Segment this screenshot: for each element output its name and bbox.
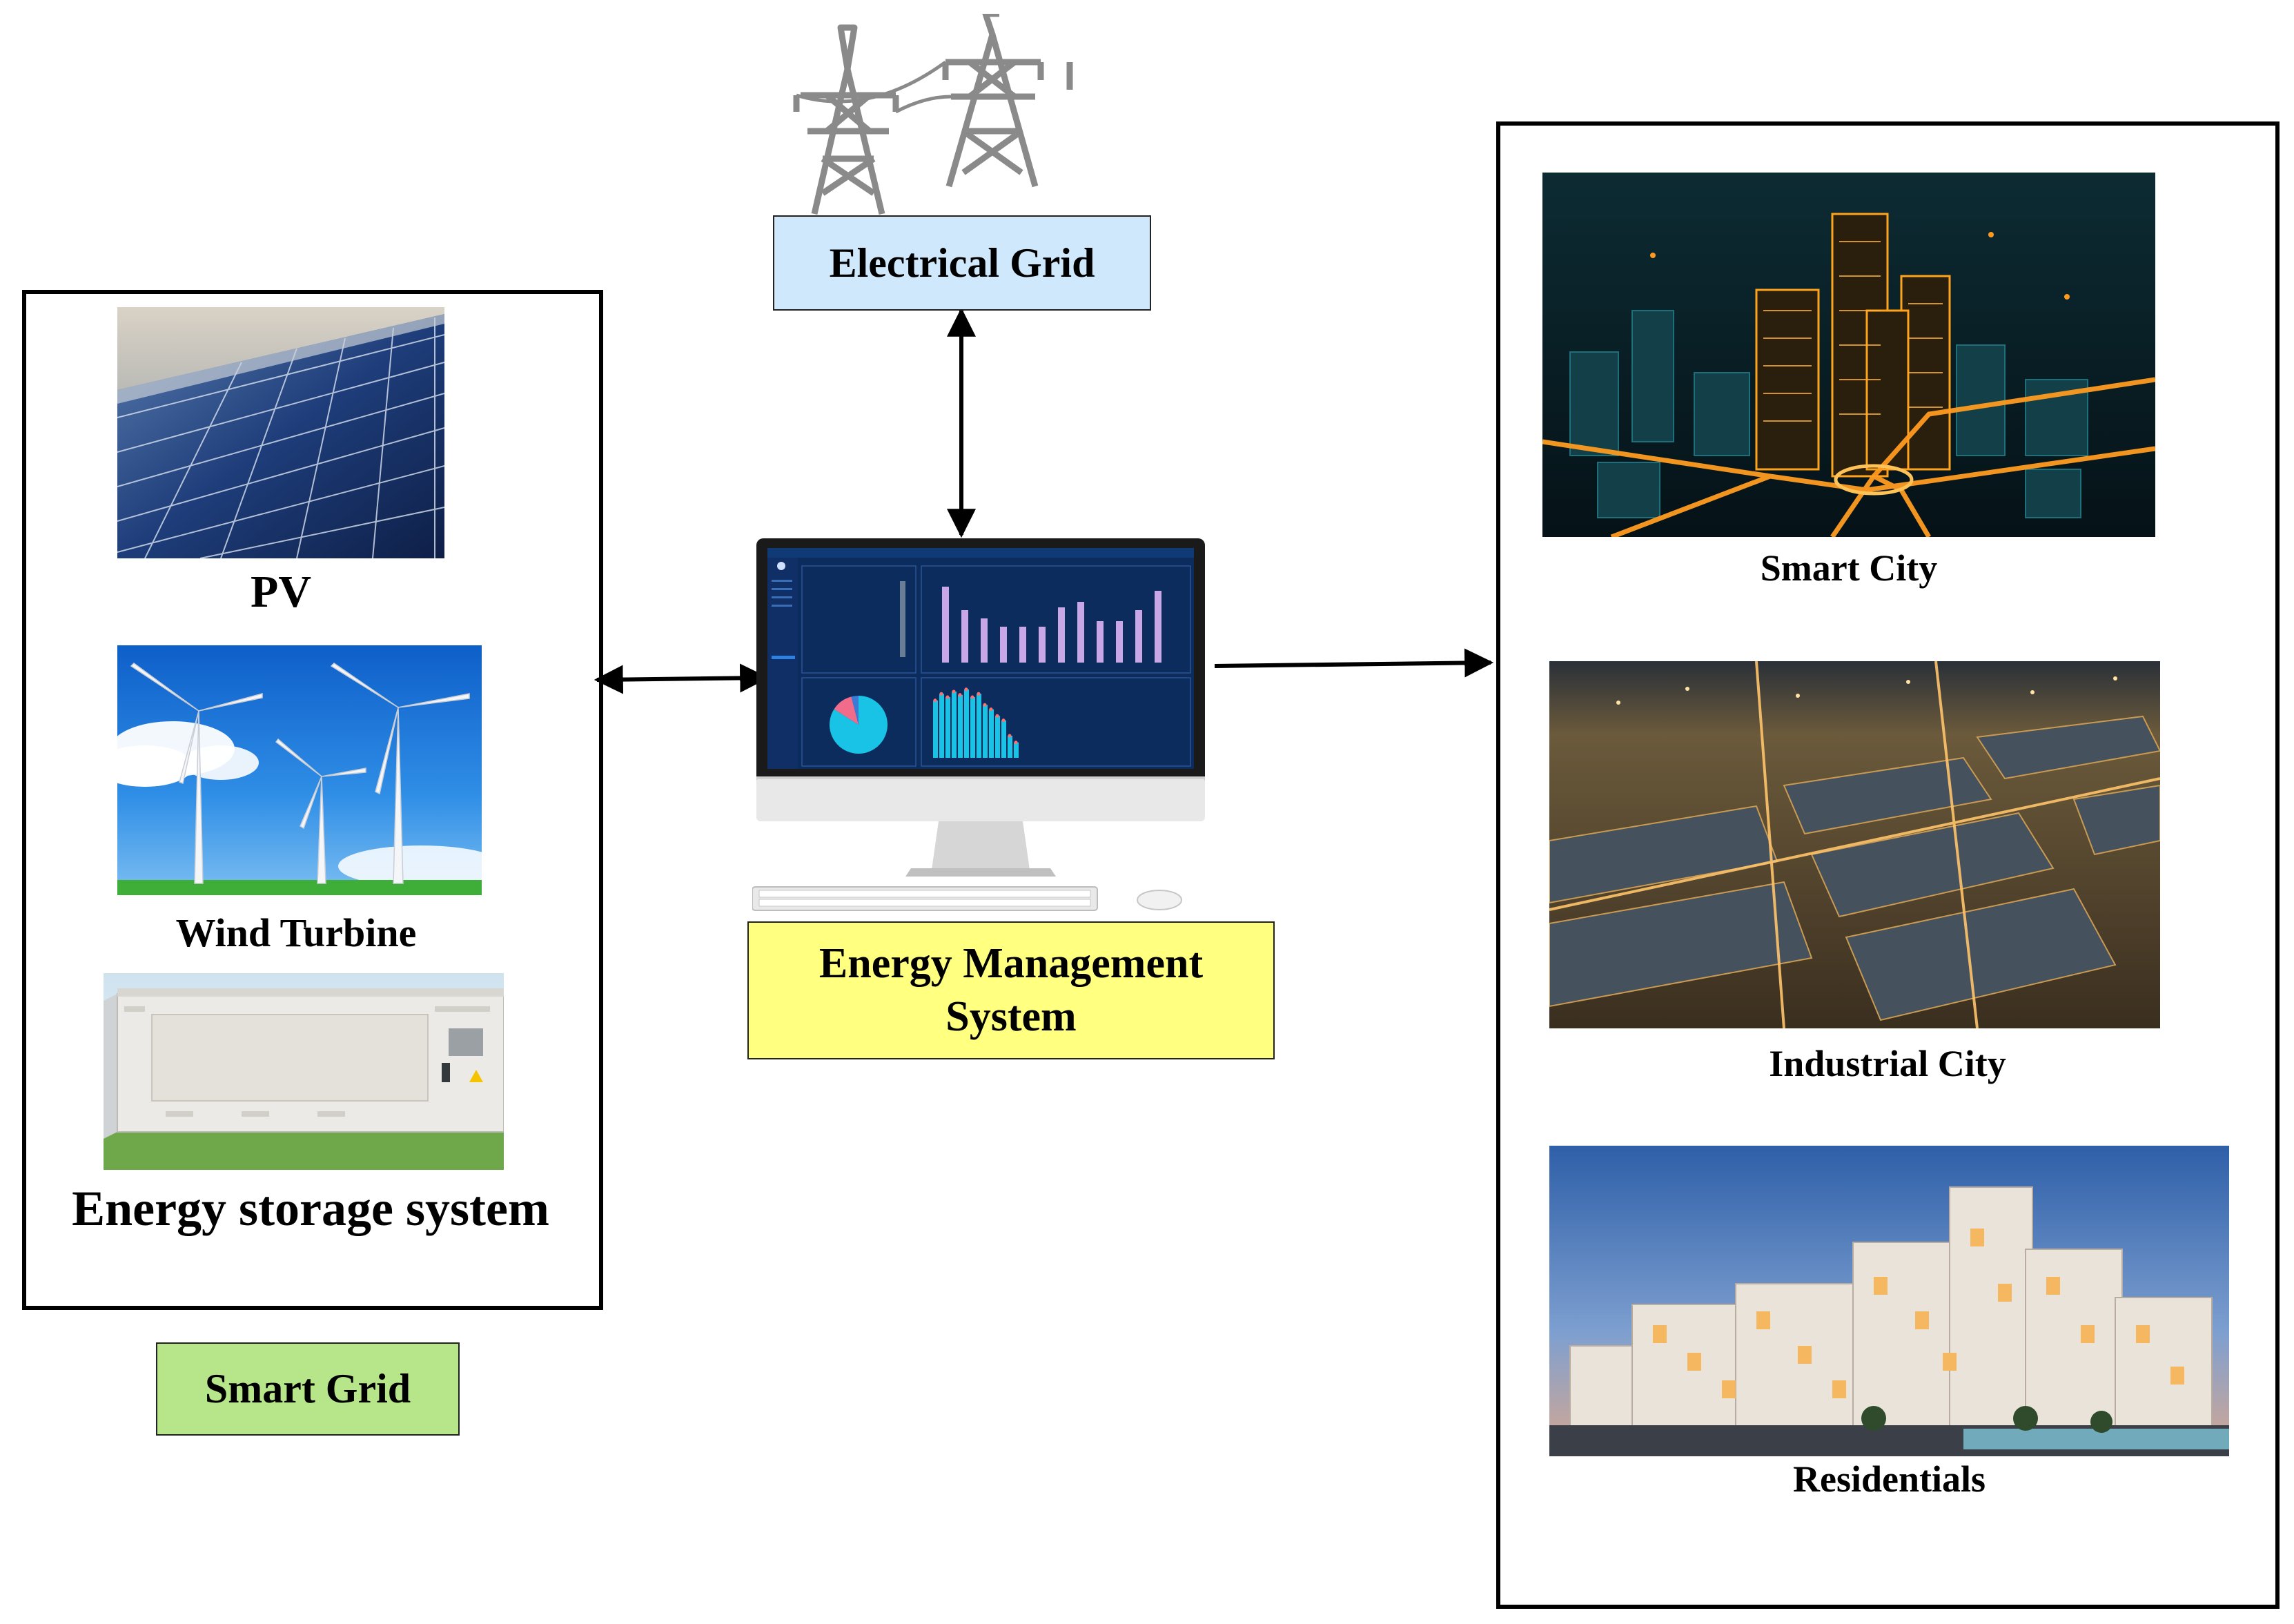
ems-bottom-point <box>952 689 956 694</box>
ems-pie-slice <box>834 696 859 725</box>
ems-bottom-bar <box>945 697 950 758</box>
industrial-city-image <box>1549 661 2160 1028</box>
ems-bottom-bar <box>983 705 988 758</box>
ems-bottom-point <box>1008 734 1012 738</box>
ems-top-bar <box>1019 627 1026 663</box>
ems-bottom-point <box>958 693 962 697</box>
ems-label-line2: System <box>945 993 1077 1040</box>
desktop-computer-icon <box>752 538 1205 911</box>
wind-turbine-label: Wind Turbine <box>175 910 417 955</box>
ems-top-bar <box>961 610 968 663</box>
ems-bottom-bar <box>1014 742 1019 758</box>
ems-top-bar <box>1039 627 1046 663</box>
ems-bottom-bar <box>970 697 975 758</box>
transmission-tower-icon <box>793 14 1073 215</box>
ems-top-bar <box>1116 621 1123 663</box>
industrial-city-label: Industrial City <box>1769 1043 2006 1084</box>
residentials-image <box>1549 1146 2229 1456</box>
ems-top-bar <box>1097 621 1104 663</box>
ems-bottom-point <box>933 698 937 703</box>
electrical-grid-label: Electrical Grid <box>829 239 1095 286</box>
ems-bottom-point <box>1001 718 1006 723</box>
smart-city-image <box>1542 173 2155 537</box>
ems-bottom-bar <box>958 694 963 758</box>
ems-bottom-bar <box>995 716 1000 758</box>
arrow-ems-consumers <box>1214 648 1494 678</box>
ems-pie-slice <box>851 696 859 725</box>
ems-top-bar <box>1155 591 1161 663</box>
ems-label-line1: Energy Management <box>818 939 1204 987</box>
consumers-frame <box>1496 121 2280 1609</box>
ems-bottom-bar <box>933 700 938 758</box>
ems-bottom-bar <box>964 689 969 758</box>
energy-storage-image <box>104 973 504 1170</box>
ems-box: Energy Management System <box>747 921 1275 1059</box>
smart-grid-label: Smart Grid <box>204 1366 411 1411</box>
pv-solar-panel-image <box>117 307 444 558</box>
ems-bottom-point <box>939 692 943 696</box>
pv-label: PV <box>251 567 311 617</box>
ems-bottom-point <box>970 695 974 699</box>
smart-grid-frame <box>22 290 603 1310</box>
ems-bottom-bar <box>952 692 957 758</box>
ems-top-bar <box>942 587 949 663</box>
ems-bottom-point <box>1014 741 1018 745</box>
ems-bottom-point <box>983 703 987 707</box>
residentials-label: Residentials <box>1792 1458 1986 1500</box>
ems-top-bar <box>1000 627 1007 663</box>
ems-bottom-bar <box>989 709 994 758</box>
ems-bottom-point <box>964 687 968 692</box>
ems-top-bar <box>1077 602 1084 663</box>
ems-top-bar <box>981 618 988 663</box>
electrical-grid-box: Electrical Grid <box>773 215 1151 311</box>
ems-bottom-point <box>977 692 981 696</box>
ems-top-bar <box>1135 610 1142 663</box>
ems-bottom-point <box>995 714 999 718</box>
ems-top-bar <box>1058 607 1065 663</box>
ems-bottom-bar <box>1008 736 1012 758</box>
ems-bottom-bar <box>1001 720 1006 758</box>
ems-bottom-point <box>989 707 993 712</box>
smart-grid-box: Smart Grid <box>156 1342 460 1436</box>
arrow-smartgrid-ems <box>594 663 769 694</box>
ems-bottom-point <box>945 695 950 699</box>
energy-storage-label: Energy storage system <box>72 1181 549 1236</box>
smart-city-label: Smart City <box>1760 547 1938 589</box>
ems-bottom-bar <box>939 694 944 758</box>
ems-bottom-bar <box>977 694 981 758</box>
wind-turbine-image <box>117 645 482 895</box>
